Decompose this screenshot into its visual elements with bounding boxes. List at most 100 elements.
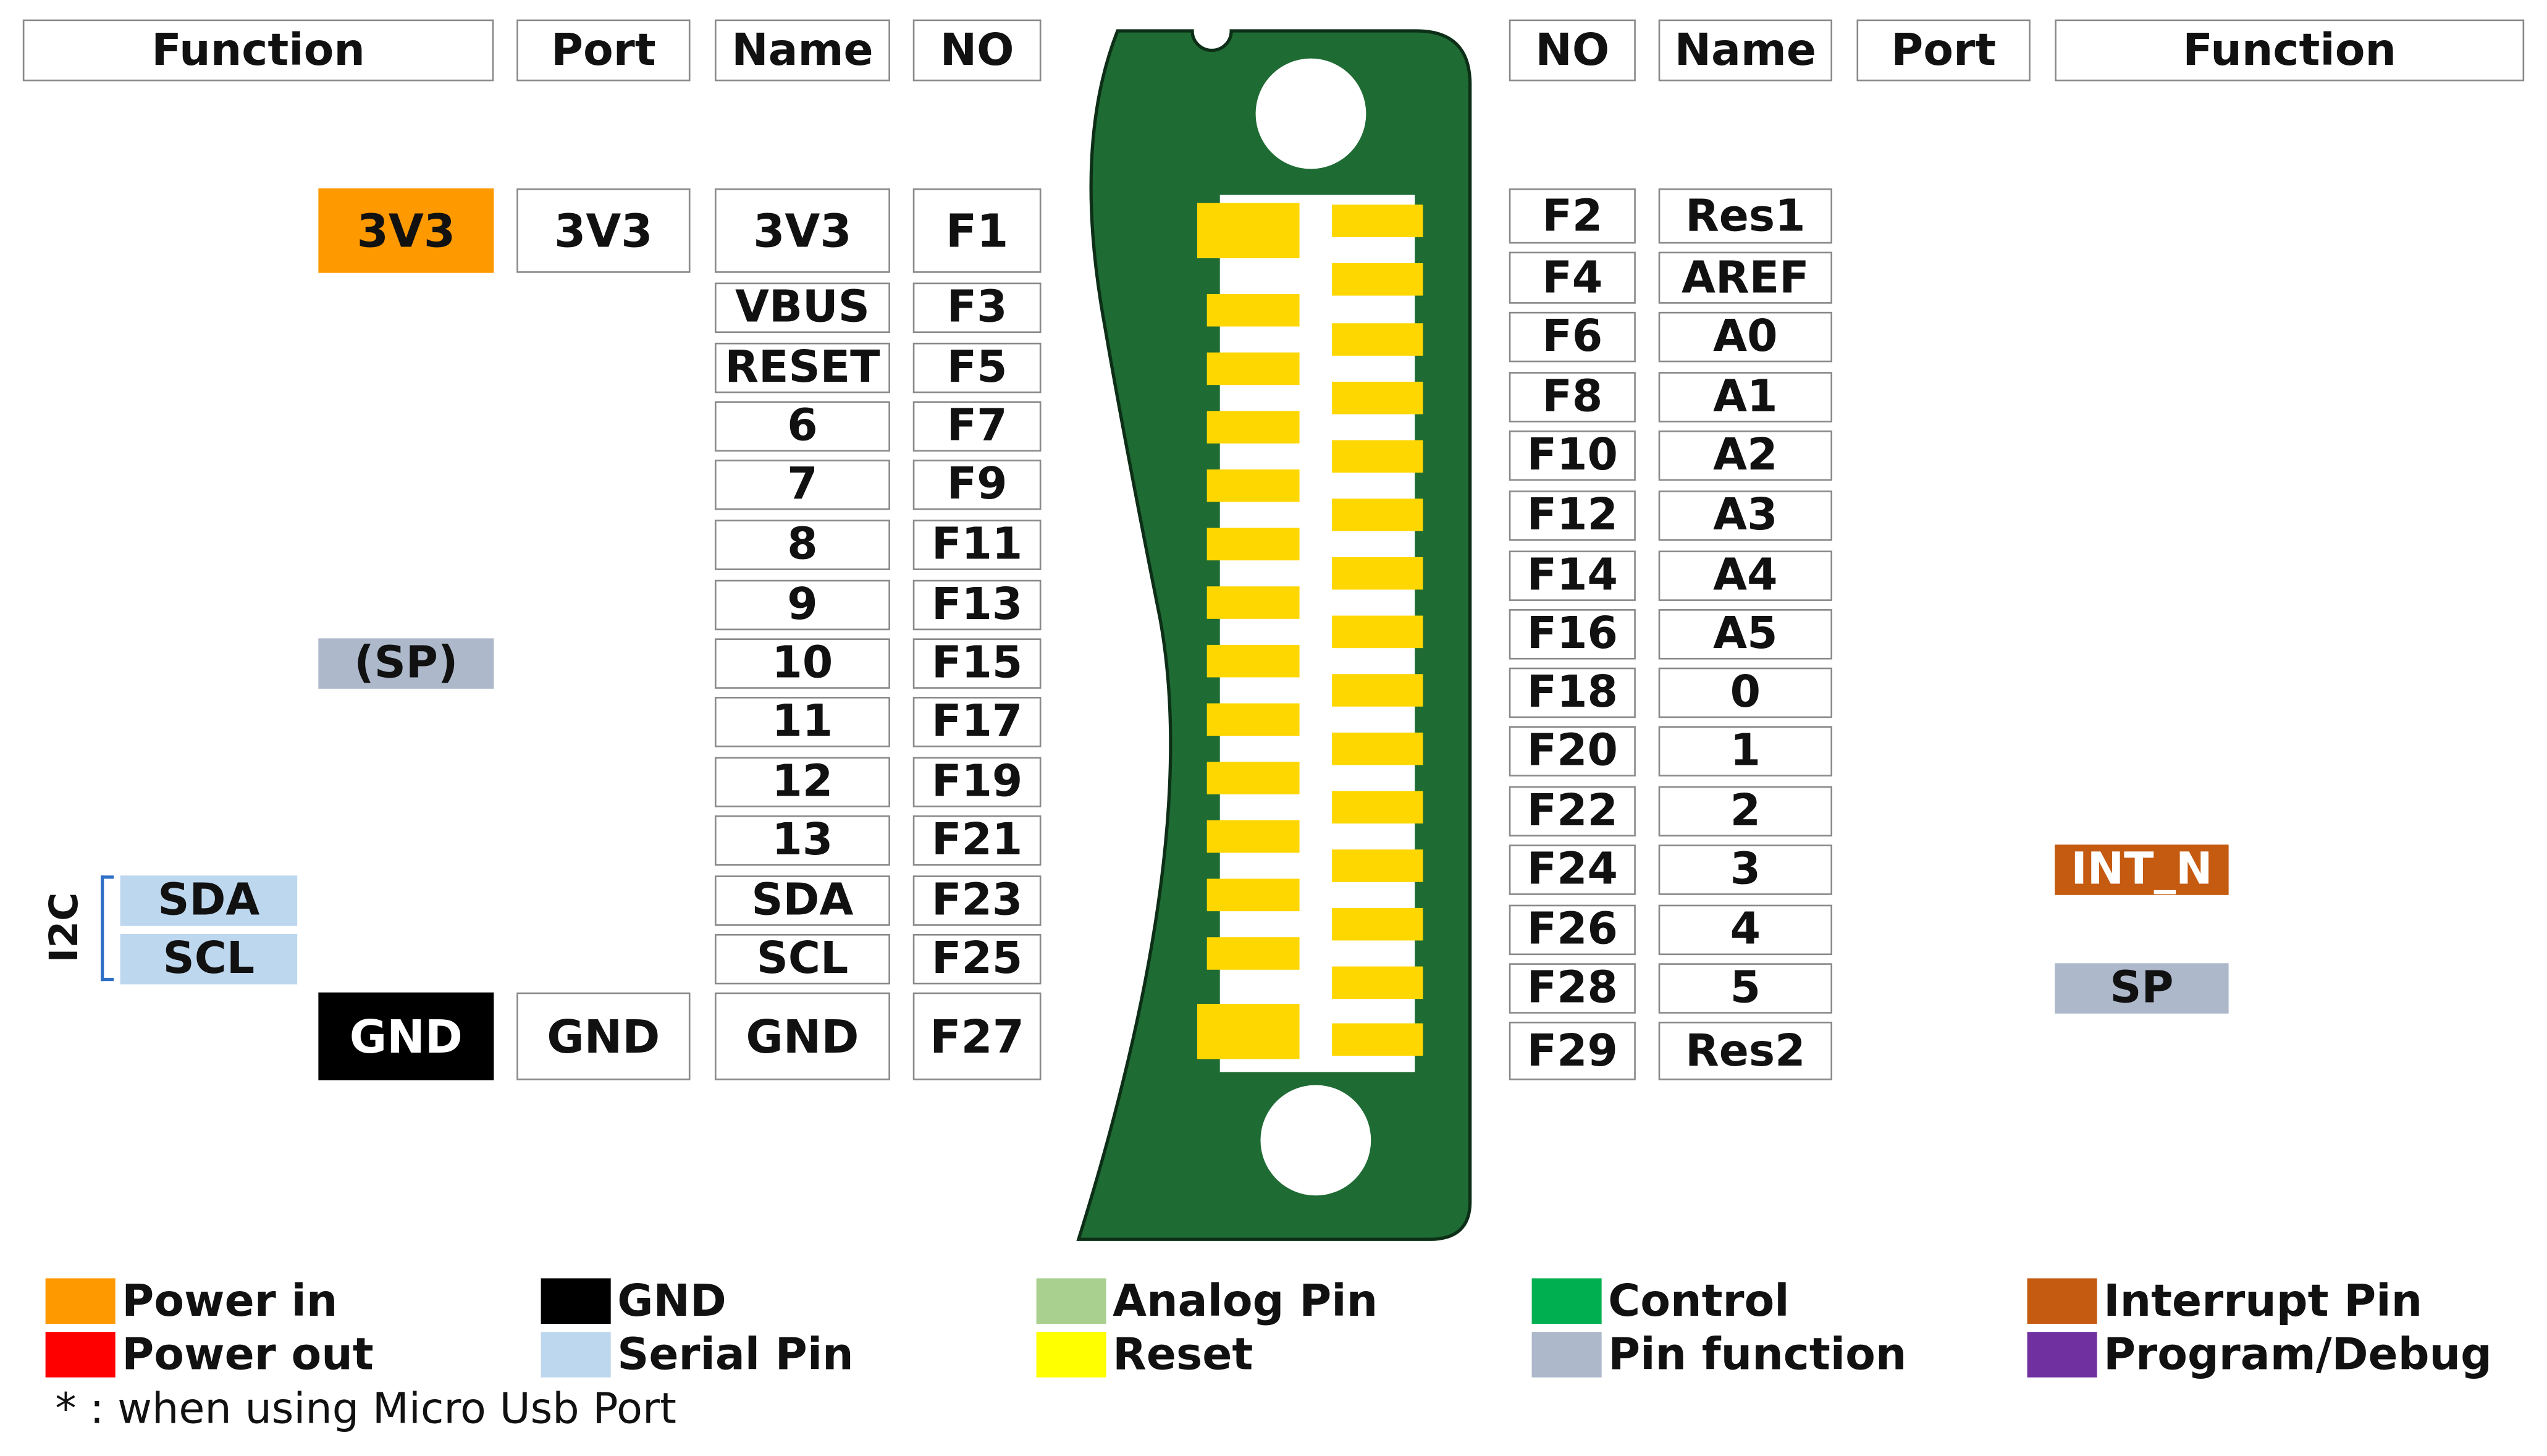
left-pin-no: F9 — [912, 460, 1042, 510]
right-pin-no: F24 — [1509, 844, 1636, 895]
i2c-bracket — [101, 875, 114, 982]
left-pin-name: 9 — [714, 579, 890, 631]
left-pin-no: F17 — [912, 697, 1042, 747]
legend-label: Analog Pin — [1113, 1276, 1378, 1328]
left-pin-no: F13 — [912, 579, 1042, 631]
contact-pad — [1206, 762, 1300, 794]
right-pin-name: 1 — [1658, 726, 1833, 776]
right-pin-no: F4 — [1509, 251, 1636, 304]
contact-pad — [1332, 499, 1423, 531]
header-left-function: Function — [22, 19, 494, 82]
right-pin-name: A4 — [1658, 550, 1833, 601]
right-pin-name: 5 — [1658, 963, 1833, 1014]
right-pin-no: F8 — [1509, 372, 1636, 423]
right-pin-name: A2 — [1658, 430, 1833, 481]
legend-label: Pin function — [1608, 1330, 1907, 1381]
legend-swatch — [2027, 1332, 2097, 1378]
right-pin-no: F6 — [1509, 311, 1636, 363]
header-left-name: Name — [714, 19, 890, 82]
i2c-sda-function: SDA — [120, 875, 298, 926]
left-pin-name: 3V3 — [714, 188, 890, 273]
legend-swatch — [45, 1332, 116, 1378]
left-pin-name: 8 — [714, 520, 890, 570]
contact-pad — [1206, 411, 1300, 444]
contact-pad — [1332, 323, 1423, 356]
legend-label: Program/Debug — [2103, 1330, 2492, 1381]
contact-pad — [1206, 469, 1300, 502]
legend-swatch — [45, 1278, 116, 1324]
right-pin-name: A3 — [1658, 490, 1833, 541]
right-pin-name: 4 — [1658, 904, 1833, 956]
header-right-port: Port — [1856, 19, 2031, 82]
contact-pad — [1332, 791, 1423, 824]
contact-pad — [1197, 203, 1300, 259]
mount-hole-bottom — [1260, 1085, 1371, 1196]
left-pin-no: F23 — [912, 875, 1042, 926]
right-pin-name: 2 — [1658, 786, 1833, 837]
right-pin-name: A0 — [1658, 311, 1833, 363]
i2c-scl-function: SCL — [120, 933, 298, 985]
contact-pad — [1206, 293, 1300, 327]
right-pin-name: Res2 — [1658, 1021, 1833, 1080]
left-pin-function: GND — [318, 992, 494, 1080]
right-pin-no: F20 — [1509, 726, 1636, 776]
left-pin-name: 7 — [714, 460, 890, 510]
right-pin-function: INT_N — [2055, 844, 2229, 895]
right-pin-function: SP — [2055, 963, 2229, 1014]
contact-pad — [1206, 528, 1300, 561]
legend-label: Control — [1608, 1276, 1790, 1328]
contact-pad — [1332, 1023, 1423, 1056]
right-pin-no: F26 — [1509, 904, 1636, 956]
contact-pad — [1206, 352, 1300, 385]
left-pin-name: RESET — [714, 342, 890, 393]
right-pin-name: 3 — [1658, 844, 1833, 895]
legend-swatch — [2027, 1278, 2097, 1324]
right-pin-no: F2 — [1509, 188, 1636, 244]
contact-pad — [1332, 966, 1423, 999]
legend-swatch — [1036, 1332, 1106, 1378]
left-pin-function: (SP) — [318, 638, 494, 689]
right-pin-no: F28 — [1509, 963, 1636, 1014]
contact-pad — [1197, 1004, 1300, 1059]
right-pin-no: F29 — [1509, 1021, 1636, 1080]
legend-label: Reset — [1113, 1330, 1253, 1381]
left-pin-no: F21 — [912, 815, 1042, 866]
contact-pad — [1332, 204, 1423, 237]
contact-pad — [1332, 732, 1423, 765]
left-pin-name: 12 — [714, 757, 890, 807]
right-pin-no: F18 — [1509, 667, 1636, 718]
left-pin-name: SDA — [714, 875, 890, 926]
footnote: * : when using Micro Usb Port — [55, 1385, 676, 1434]
right-pin-name: A5 — [1658, 609, 1833, 660]
contact-pad — [1332, 381, 1423, 414]
left-pin-no: F3 — [912, 282, 1042, 334]
left-pin-name: 13 — [714, 815, 890, 866]
left-pin-name: VBUS — [714, 282, 890, 334]
left-pin-no: F7 — [912, 401, 1042, 452]
legend-label: Serial Pin — [617, 1330, 854, 1381]
contact-pad — [1332, 263, 1423, 296]
contact-pad — [1332, 907, 1423, 941]
header-right-name: Name — [1658, 19, 1833, 82]
header-left-port: Port — [516, 19, 691, 82]
legend-label: Power in — [122, 1276, 338, 1328]
left-pin-no: F25 — [912, 933, 1042, 985]
left-pin-no: F1 — [912, 188, 1042, 273]
right-pin-name: 0 — [1658, 667, 1833, 718]
legend-swatch — [541, 1278, 611, 1324]
contact-pad — [1332, 440, 1423, 473]
left-pin-no: F19 — [912, 757, 1042, 807]
left-pin-name: GND — [714, 992, 890, 1080]
left-pin-name: 11 — [714, 697, 890, 747]
contact-pad — [1206, 937, 1300, 970]
right-pin-no: F10 — [1509, 430, 1636, 481]
contact-pad — [1206, 820, 1300, 853]
legend-label: Power out — [122, 1330, 374, 1381]
legend-swatch — [1531, 1332, 1602, 1378]
right-pin-name: A1 — [1658, 372, 1833, 423]
header-right-function: Function — [2055, 19, 2525, 82]
contact-pad — [1206, 586, 1300, 619]
left-pin-port: 3V3 — [516, 188, 691, 273]
contact-pad — [1206, 878, 1300, 912]
